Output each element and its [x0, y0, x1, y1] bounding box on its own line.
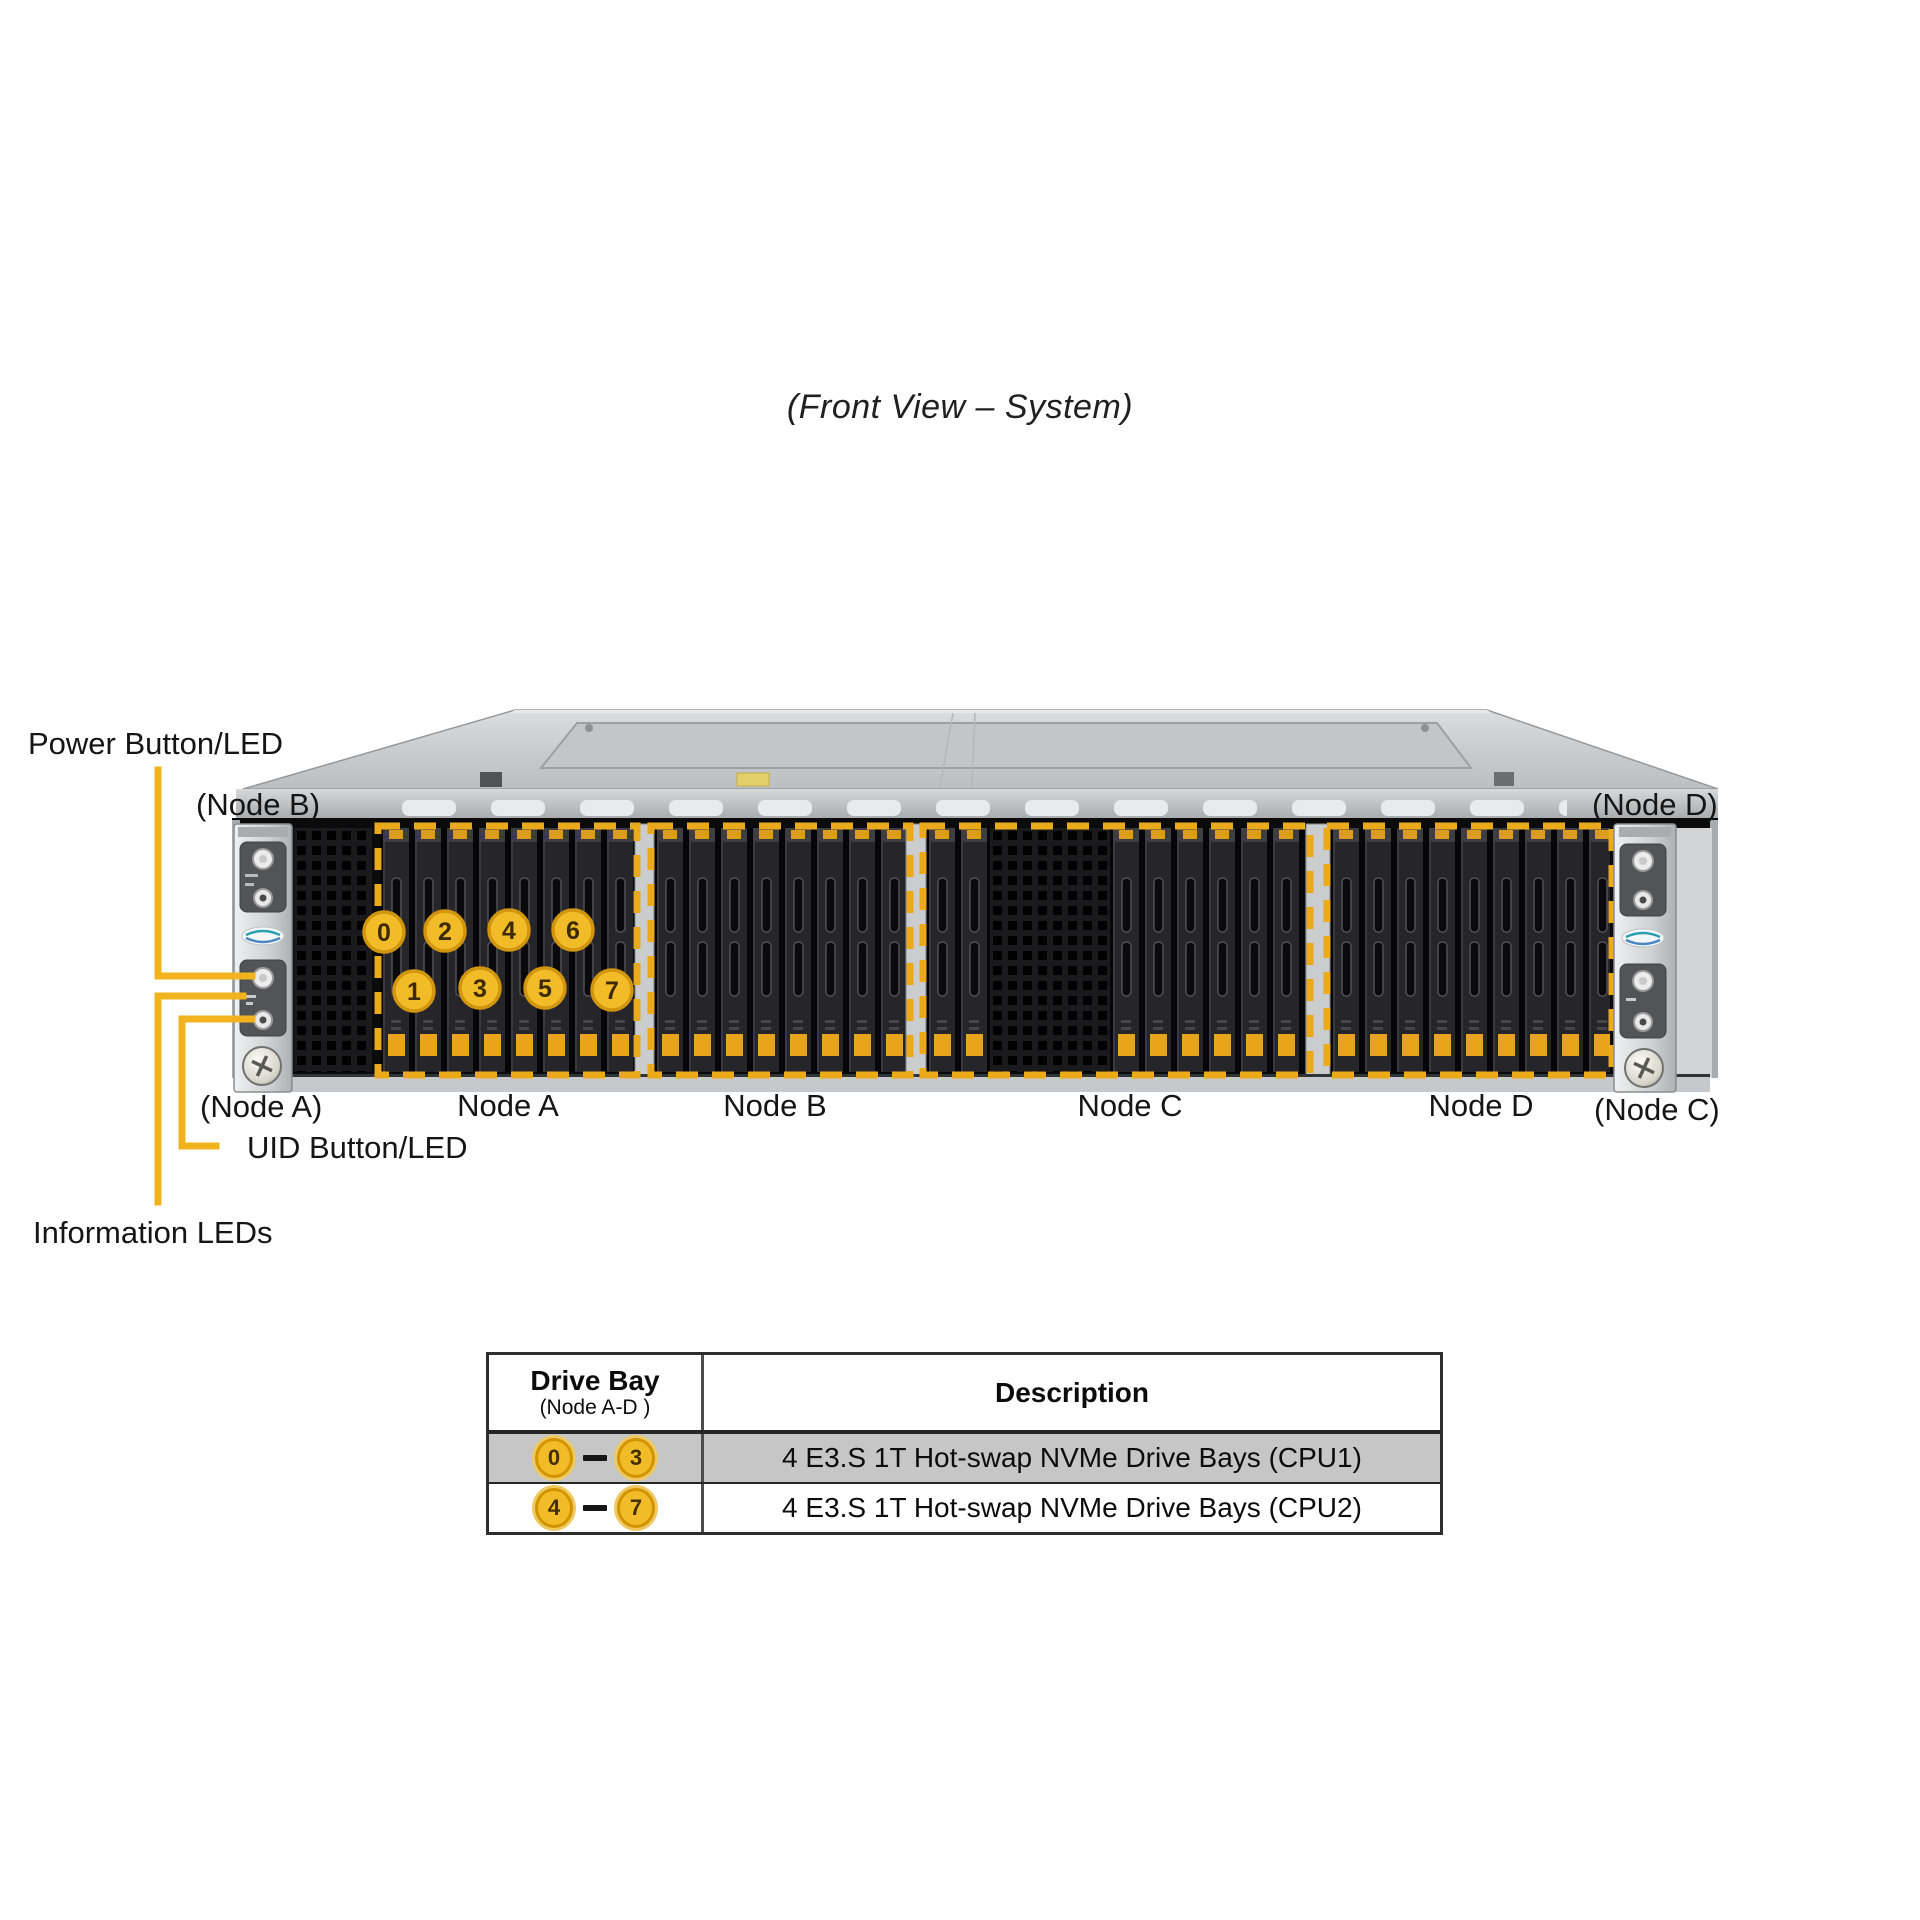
- table-header-row: Drive Bay (Node A-D ) Description: [489, 1355, 1440, 1434]
- node-d-drives: [1330, 828, 1610, 1072]
- information-leds-callout-line: [154, 992, 247, 1206]
- figure-title: (Front View – System): [786, 388, 1134, 426]
- bay-marker-1: 1: [392, 969, 436, 1013]
- description-header-cell: Description: [704, 1355, 1440, 1430]
- node-c-drives-right: [1110, 828, 1306, 1072]
- range-dash: [583, 1455, 607, 1461]
- callout-lines: [154, 766, 256, 1206]
- svg-text:4: 4: [502, 917, 516, 945]
- bay-marker-4: 4: [487, 908, 531, 952]
- description-cell: 4 E3.S 1T Hot-swap NVMe Drive Bays (CPU1…: [782, 1442, 1362, 1473]
- chassis-bottom-edge: [240, 1077, 1710, 1092]
- range-dash: [583, 1505, 607, 1511]
- description-cell: 4 E3.S 1T Hot-swap NVMe Drive Bays (CPU2…: [782, 1492, 1362, 1523]
- right-control-panel: [1613, 823, 1677, 1093]
- description-header: Description: [994, 1376, 1150, 1408]
- uid-button-led-label: UID Button/LED: [247, 1130, 468, 1165]
- bay-marker-2: 2: [423, 909, 467, 953]
- svg-text:7: 7: [605, 977, 619, 1005]
- bay-marker-0: 0: [362, 910, 406, 954]
- bay-marker-6: 6: [551, 908, 595, 952]
- svg-text:0: 0: [377, 919, 391, 947]
- bezel-vents: [236, 789, 1718, 820]
- left-vent-grille: [294, 828, 372, 1072]
- node-b-label: Node B: [723, 1088, 827, 1123]
- svg-text:6: 6: [566, 917, 580, 945]
- left-control-panel: [233, 823, 293, 1093]
- lid-marker: [480, 772, 502, 787]
- bay-range-start-badge: 0: [535, 1438, 573, 1478]
- svg-text:2: 2: [438, 918, 452, 946]
- node-a-corner-label: (Node A): [200, 1089, 323, 1124]
- svg-text:1: 1: [407, 978, 421, 1006]
- node-a-information-leds: [246, 995, 256, 998]
- lid-inner-panel: [538, 722, 1474, 769]
- bay-number-markers: 0 2 4 6 1 3 5: [362, 908, 634, 1013]
- node-d-outline: [1323, 822, 1616, 1079]
- node-d-label: Node D: [1428, 1088, 1534, 1123]
- warning-sticker: [736, 772, 770, 787]
- node-a-label: Node A: [457, 1088, 559, 1123]
- node-c-label: Node C: [1077, 1088, 1183, 1123]
- node-b-outline: [647, 822, 914, 1079]
- bay-range-end-badge: 3: [617, 1438, 655, 1478]
- table-row: 0 3 4 E3.S 1T Hot-swap NVMe Drive Bays (…: [489, 1434, 1440, 1482]
- svg-text:3: 3: [473, 975, 487, 1003]
- power-button-callout-line: [154, 766, 256, 980]
- node-d-corner-label: (Node D): [1592, 787, 1718, 822]
- bay-range-end-badge: 7: [617, 1488, 655, 1528]
- svg-text:5: 5: [538, 975, 552, 1003]
- bay-marker-3: 3: [458, 966, 502, 1010]
- node-c-vent-grille: [990, 828, 1110, 1072]
- bay-range-cell: 4 7: [489, 1484, 704, 1532]
- chassis-lid: [242, 709, 1719, 790]
- information-leds-label: Information LEDs: [33, 1215, 273, 1250]
- node-a-outline: [374, 822, 641, 1079]
- node-c-drives-left: [926, 828, 990, 1072]
- drive-bay-header: Drive Bay: [530, 1365, 660, 1396]
- drive-bay-header-cell: Drive Bay (Node A-D ): [489, 1355, 704, 1430]
- drive-bay-subheader: (Node A-D ): [539, 1396, 651, 1419]
- drive-bay-table: Drive Bay (Node A-D ) Description 0 3 4 …: [486, 1352, 1443, 1535]
- node-c-corner-label: (Node C): [1594, 1092, 1720, 1127]
- bay-range-start-badge: 4: [535, 1488, 573, 1528]
- bay-range-cell: 0 3: [489, 1434, 704, 1482]
- table-row: 4 7 4 E3.S 1T Hot-swap NVMe Drive Bays (…: [489, 1482, 1440, 1532]
- bay-marker-5: 5: [523, 966, 567, 1010]
- bay-marker-7: 7: [590, 968, 634, 1012]
- drive-bay-area: [232, 818, 1718, 1092]
- uid-button-callout-line: [178, 1015, 256, 1150]
- node-b-drives: [654, 828, 906, 1072]
- node-c-information-leds: [1626, 998, 1636, 1001]
- node-outlines: [374, 822, 1616, 1079]
- power-button-led-label: Power Button/LED: [28, 726, 284, 761]
- node-c-outline: [919, 822, 1314, 1079]
- node-b-corner-label: (Node B): [196, 787, 321, 822]
